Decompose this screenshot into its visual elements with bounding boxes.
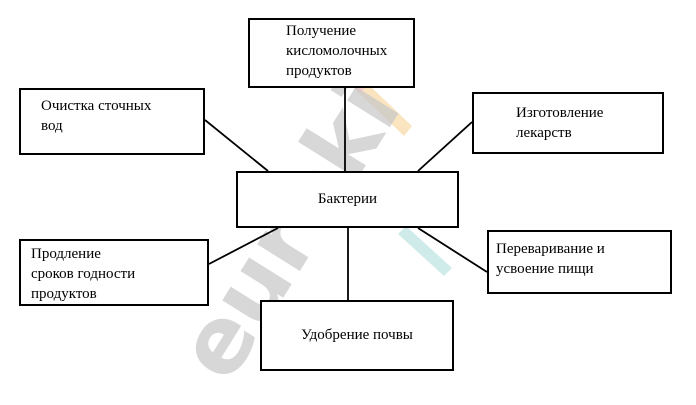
edge-center-shelf — [208, 227, 279, 265]
node-digestion: Переваривание и усвоение пищи — [487, 230, 672, 294]
node-bacteria-center: Бактерии — [236, 171, 459, 228]
node-label: Получение кисломолочных продуктов — [286, 23, 388, 79]
edge-center-sewage — [204, 119, 269, 172]
edge-center-digest — [417, 227, 488, 273]
node-dairy-products: Получение кисломолочных продуктов — [248, 18, 415, 88]
node-shelf-life: Продление сроков годности продуктов — [19, 239, 209, 306]
node-drug-production: Изготовление лекарств — [472, 92, 664, 154]
node-label: Бактерии — [317, 190, 378, 207]
node-label: Удобрение почвы — [301, 326, 413, 343]
edge-center-drugs — [417, 121, 473, 172]
node-sewage-treatment: Очистка сточных вод — [19, 88, 205, 155]
node-label: Продление сроков годности продуктов — [31, 246, 136, 302]
node-label: Очистка сточных вод — [41, 98, 152, 134]
node-label: Изготовление лекарств — [516, 105, 604, 141]
node-label: Переваривание и усвоение пищи — [496, 241, 605, 277]
node-soil-fertilization: Удобрение почвы — [260, 300, 454, 371]
